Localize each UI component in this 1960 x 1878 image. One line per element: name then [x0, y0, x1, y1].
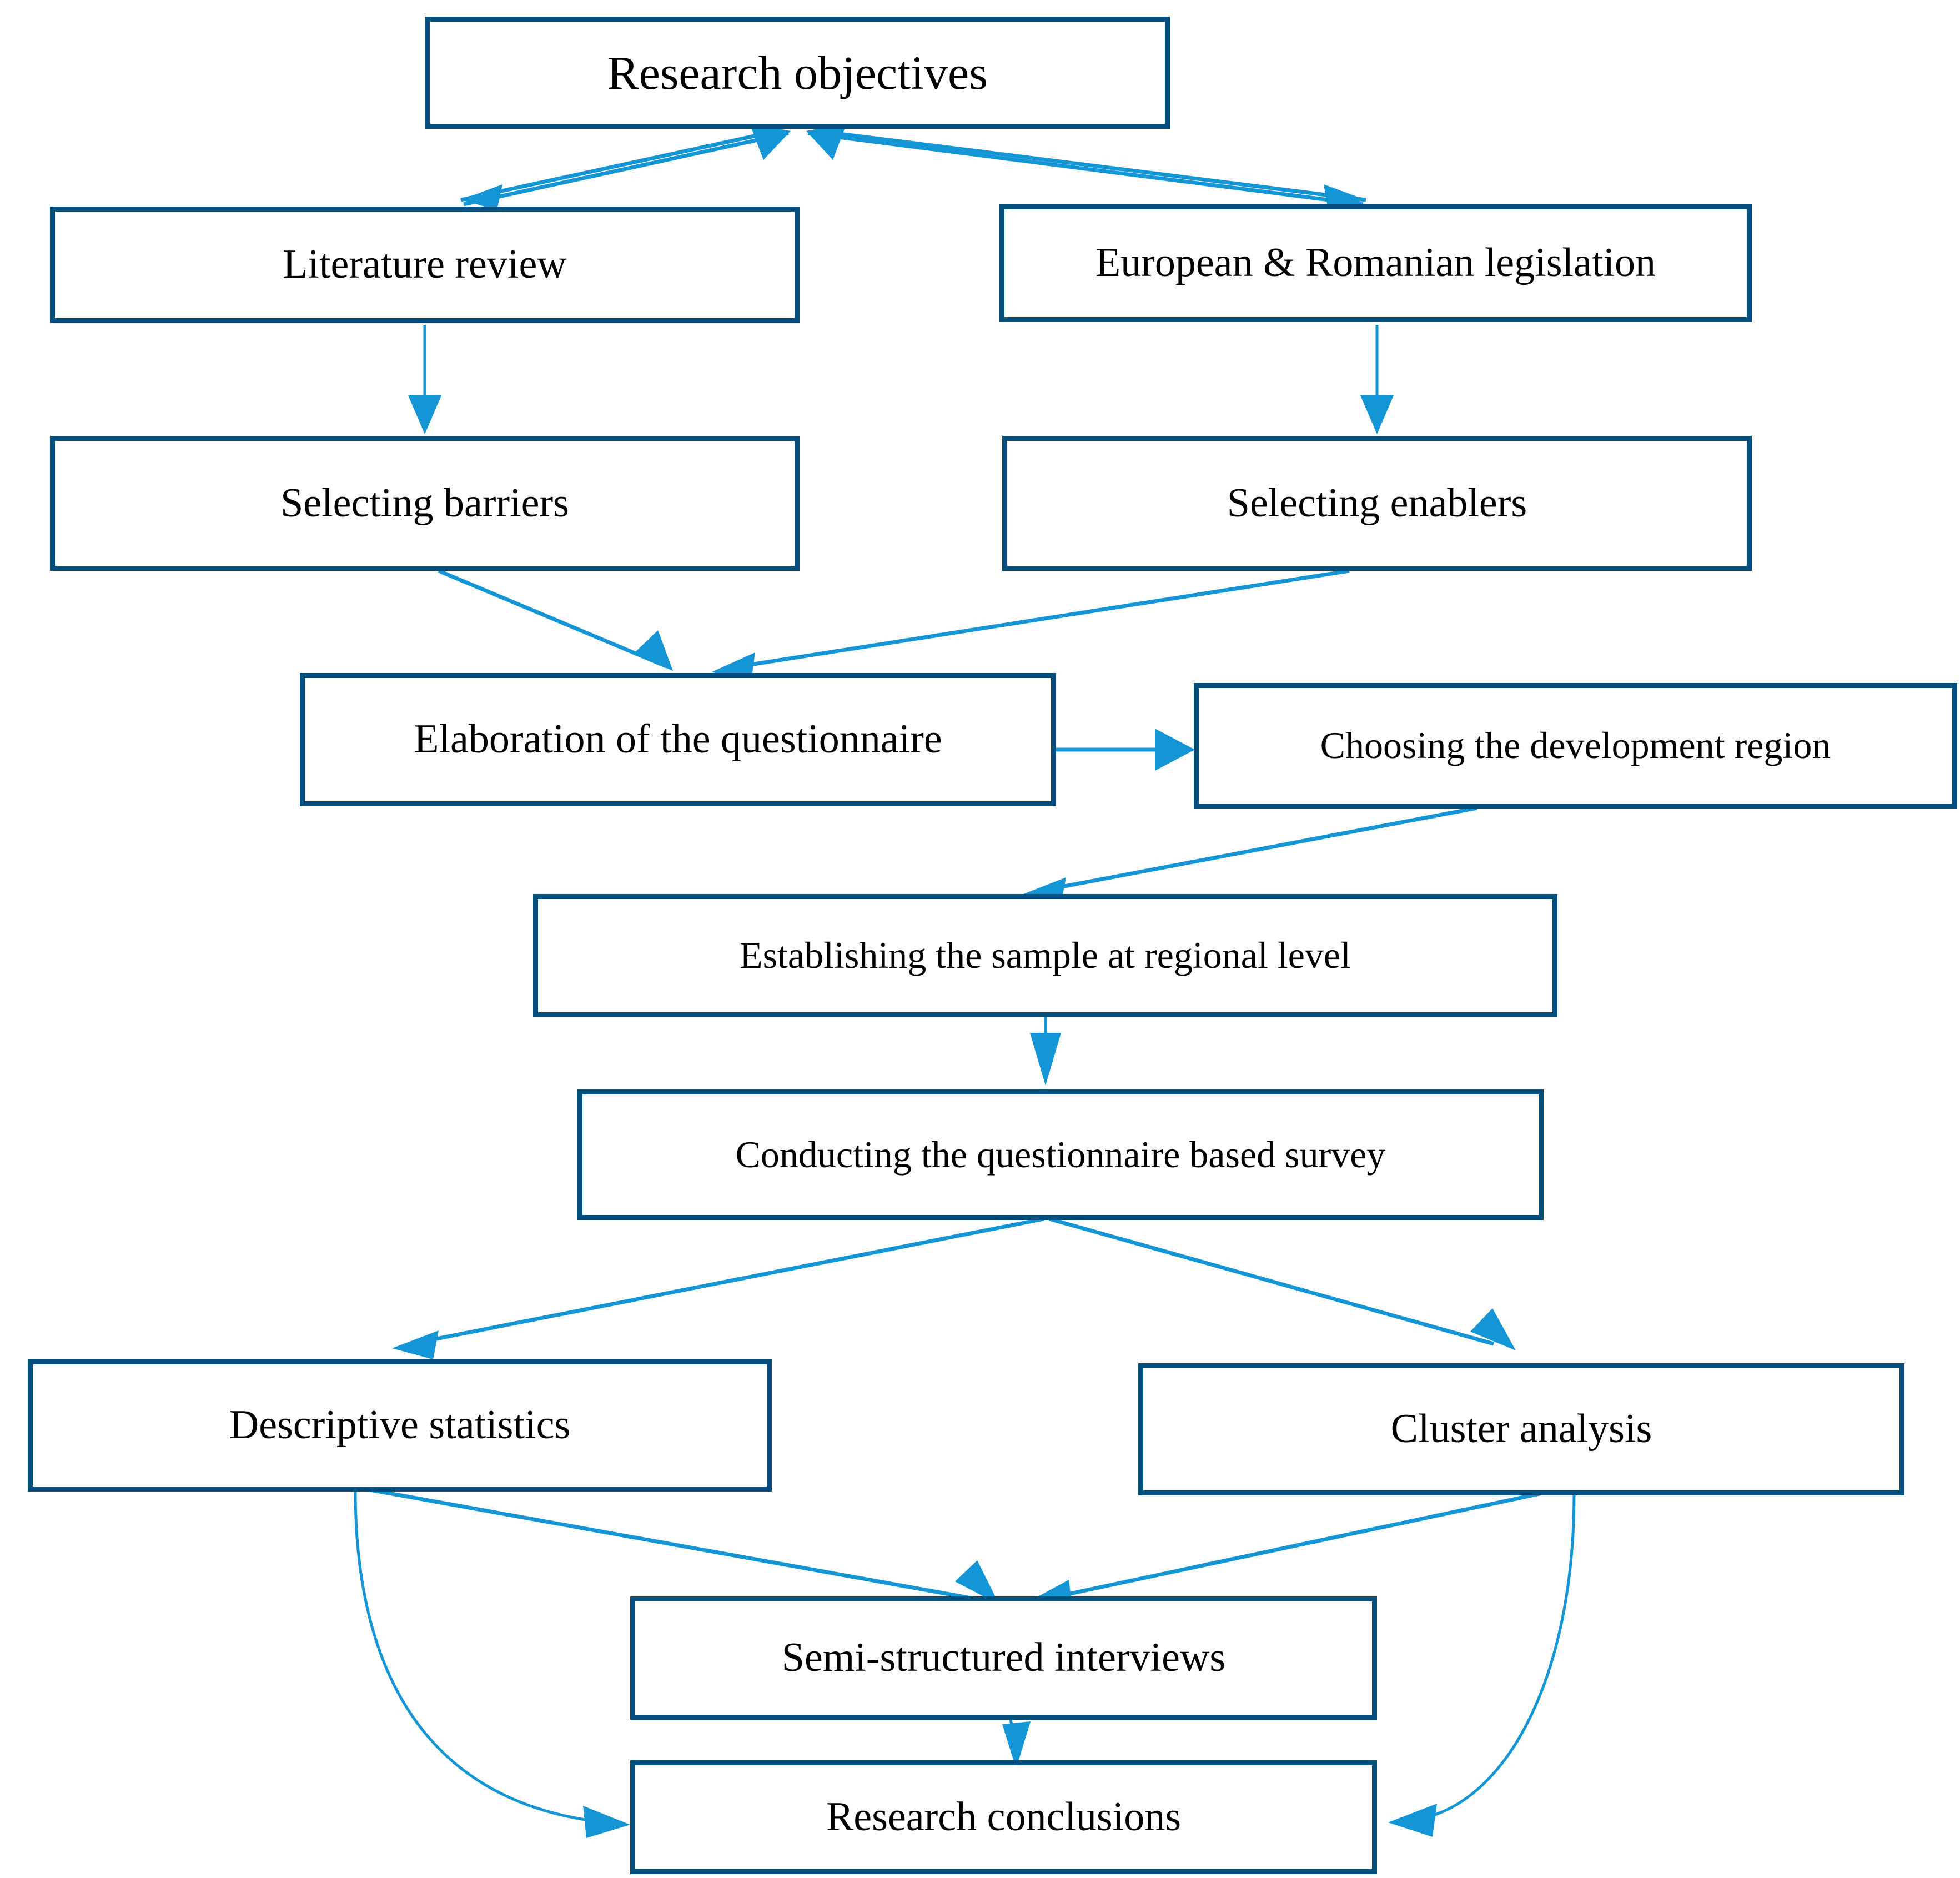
- node-european-romanian-legislation[interactable]: European & Romanian legislation: [999, 204, 1752, 322]
- node-research-conclusions[interactable]: Research conclusions: [630, 1760, 1377, 1874]
- edge-literature-to-objectives: [463, 123, 791, 207]
- edge-survey-to-cluster: [1049, 1217, 1516, 1350]
- node-label-descriptive-statistics: Descriptive statistics: [229, 1402, 571, 1448]
- node-research-objectives[interactable]: Research objectives: [425, 17, 1170, 129]
- node-selecting-enablers[interactable]: Selecting enablers: [1002, 436, 1752, 571]
- node-semi-structured-interviews[interactable]: Semi-structured interviews: [630, 1596, 1377, 1720]
- node-label-establishing-sample: Establishing the sample at regional leve…: [740, 934, 1351, 977]
- edge-barriers-to-elaboration: [438, 569, 673, 671]
- node-conducting-survey[interactable]: Conducting the questionnaire based surve…: [577, 1089, 1544, 1220]
- edge-cluster-to-conclusions: [1388, 1493, 1576, 1837]
- edge-interviews-to-conclusions: [1002, 1718, 1031, 1769]
- edge-objectives-to-legislation: [817, 129, 1366, 210]
- node-selecting-barriers[interactable]: Selecting barriers: [50, 436, 800, 571]
- edge-cluster-to-interviews: [1023, 1486, 1566, 1610]
- edge-literature-to-barriers: [408, 325, 441, 434]
- node-label-literature-review: Literature review: [283, 242, 567, 288]
- edge-legislation-to-objectives: [806, 123, 1364, 207]
- node-label-selecting-enablers: Selecting enablers: [1227, 480, 1527, 526]
- node-label-choosing-development-region: Choosing the development region: [1320, 724, 1831, 767]
- edge-legislation-to-enablers: [1360, 325, 1394, 434]
- node-label-conducting-survey: Conducting the questionnaire based surve…: [735, 1133, 1386, 1176]
- node-label-selecting-barriers: Selecting barriers: [280, 480, 569, 526]
- edge-survey-to-descriptive: [392, 1217, 1044, 1359]
- node-label-research-objectives: Research objectives: [607, 46, 988, 99]
- node-label-research-conclusions: Research conclusions: [826, 1794, 1182, 1840]
- node-choosing-development-region[interactable]: Choosing the development region: [1194, 683, 1957, 809]
- node-elaboration-questionnaire[interactable]: Elaboration of the questionnaire: [300, 673, 1056, 806]
- edge-descriptive-to-interviews: [360, 1486, 999, 1605]
- node-label-semi-structured-interviews: Semi-structured interviews: [781, 1635, 1226, 1681]
- node-label-elaboration-questionnaire: Elaboration of the questionnaire: [414, 716, 942, 762]
- edge-descriptive-to-conclusions: [354, 1490, 630, 1838]
- edge-enablers-to-elaboration: [712, 569, 1350, 684]
- edge-sample-to-survey: [1030, 1016, 1061, 1086]
- node-label-european-romanian-legislation: European & Romanian legislation: [1095, 240, 1656, 286]
- node-cluster-analysis[interactable]: Cluster analysis: [1138, 1363, 1904, 1495]
- node-label-cluster-analysis: Cluster analysis: [1390, 1406, 1652, 1452]
- edge-elaboration-to-region: [1055, 729, 1195, 771]
- edge-region-to-sample: [1021, 806, 1477, 906]
- node-literature-review[interactable]: Literature review: [50, 207, 800, 323]
- edge-objectives-to-literature: [460, 129, 778, 210]
- node-establishing-sample[interactable]: Establishing the sample at regional leve…: [533, 894, 1557, 1017]
- node-descriptive-statistics[interactable]: Descriptive statistics: [28, 1359, 772, 1492]
